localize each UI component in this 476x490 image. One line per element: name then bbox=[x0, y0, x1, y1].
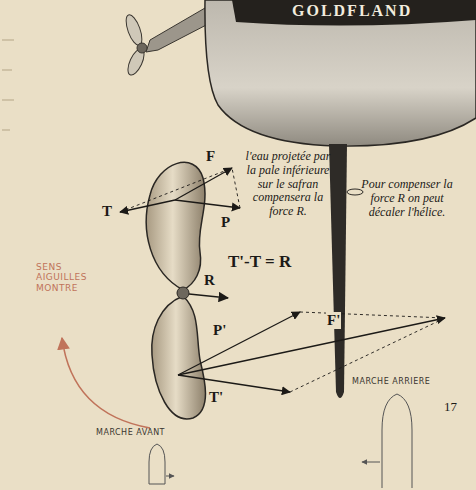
upper-forces bbox=[120, 168, 240, 212]
faint-line bbox=[2, 99, 14, 101]
keel bbox=[329, 144, 347, 398]
force-label: P bbox=[220, 214, 231, 231]
small-hub bbox=[137, 43, 147, 53]
propeller-hub bbox=[177, 287, 189, 299]
direction-arrow bbox=[362, 462, 380, 463]
hull-banner bbox=[232, 0, 476, 26]
faint-line bbox=[2, 39, 14, 41]
hull bbox=[205, 0, 476, 146]
handwritten-note: SENS AIGUILLES MONTRE bbox=[36, 262, 98, 293]
faint-line bbox=[2, 129, 10, 131]
hull-outline-forward bbox=[149, 444, 165, 484]
construction-line bbox=[120, 168, 232, 212]
annotation-note: Pour compenser la force R on peut décale… bbox=[356, 178, 458, 219]
construction-line bbox=[232, 168, 240, 208]
page-edge-text bbox=[2, 40, 14, 130]
shaft-strut bbox=[146, 8, 212, 52]
force-arrow bbox=[175, 200, 240, 208]
force-label: T' bbox=[208, 389, 224, 406]
faint-line bbox=[2, 69, 12, 71]
force-label: F' bbox=[326, 312, 341, 329]
force-arrow bbox=[175, 168, 232, 200]
keel-opening bbox=[347, 189, 363, 195]
direction-arrow bbox=[166, 476, 174, 477]
rotation-arrow bbox=[62, 338, 150, 428]
force-arrow bbox=[178, 318, 445, 375]
hull-name: GOLDFLAND bbox=[292, 2, 412, 20]
construction-line bbox=[300, 312, 445, 318]
page-number: 17 bbox=[444, 400, 457, 415]
hull-outline-reverse bbox=[382, 394, 412, 488]
force-label: P' bbox=[212, 322, 227, 339]
lower-forces bbox=[178, 312, 445, 392]
small-blade bbox=[123, 13, 145, 47]
force-label: R bbox=[203, 272, 216, 289]
handwritten-note: MARCHE AVANT bbox=[96, 428, 165, 437]
equation: T'-T = R bbox=[226, 252, 293, 272]
force-arrow bbox=[189, 294, 228, 298]
force-arrow bbox=[178, 312, 300, 375]
force-label: F bbox=[205, 148, 216, 165]
lower-blade bbox=[152, 296, 206, 419]
small-propeller bbox=[123, 13, 147, 77]
force-arrow bbox=[120, 200, 175, 212]
upper-blade bbox=[146, 162, 205, 290]
annotation-note: l'eau projetée par la pale inférieure su… bbox=[244, 150, 332, 219]
force-arrow bbox=[178, 375, 290, 392]
construction-line bbox=[290, 318, 445, 392]
force-label: T bbox=[101, 203, 113, 220]
handwritten-note: MARCHE ARRIERE bbox=[352, 377, 430, 386]
